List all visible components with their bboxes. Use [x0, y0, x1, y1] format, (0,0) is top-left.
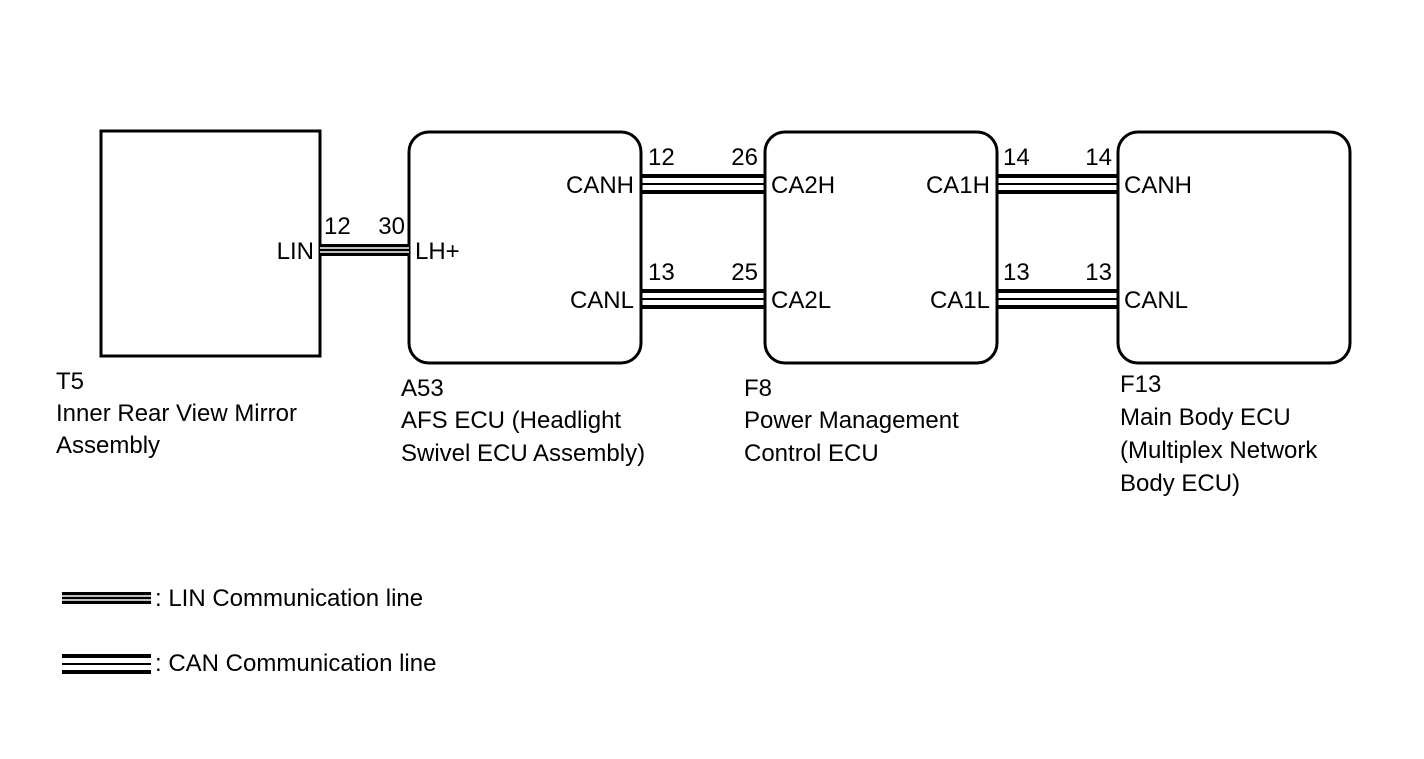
- t5-mirror-box: [99, 129, 322, 358]
- f8-power-mgmt-ecu-box: [763, 130, 999, 365]
- caption-f13-name-line-1: Main Body ECU: [1120, 404, 1291, 431]
- lin-line-t5-a53: [320, 244, 409, 256]
- terminal-t5-lin: LIN: [277, 238, 314, 265]
- caption-f13-name-line-2: (Multiplex Network: [1120, 437, 1318, 464]
- terminal-a53-canl: CANL: [570, 287, 634, 314]
- caption-t5-name-line-1: Inner Rear View Mirror: [56, 400, 297, 427]
- terminal-f13-canl: CANL: [1124, 287, 1188, 314]
- terminal-f8-ca2l: CA2L: [771, 287, 831, 314]
- pin-f8-ca1l: 13: [1003, 259, 1030, 286]
- caption-a53: A53 AFS ECU (Headlight Swivel ECU Assemb…: [401, 375, 645, 467]
- legend-lin-swatch: [62, 592, 151, 604]
- caption-t5-code: T5: [56, 368, 84, 395]
- can-line-a53-f8-high: [641, 174, 765, 194]
- caption-f13: F13 Main Body ECU (Multiplex Network Bod…: [1120, 371, 1318, 497]
- can-line-a53-f8-low: [641, 289, 765, 309]
- caption-f8-name-line-2: Control ECU: [744, 440, 879, 467]
- caption-a53-code: A53: [401, 375, 444, 402]
- terminal-f13-canh: CANH: [1124, 172, 1192, 199]
- caption-a53-name-line-1: AFS ECU (Headlight: [401, 407, 621, 434]
- caption-f8-code: F8: [744, 375, 772, 402]
- caption-f8-name-line-1: Power Management: [744, 407, 959, 434]
- caption-a53-name-line-2: Swivel ECU Assembly): [401, 440, 645, 467]
- f13-main-body-ecu-box: [1116, 130, 1352, 365]
- legend-lin-label: : LIN Communication line: [155, 585, 423, 612]
- pin-f8-ca1h: 14: [1003, 144, 1030, 171]
- terminal-a53-canh: CANH: [566, 172, 634, 199]
- pin-f13-canh: 14: [1085, 144, 1112, 171]
- pin-a53-canl: 13: [648, 259, 675, 286]
- pin-f8-ca2l: 25: [731, 259, 758, 286]
- pin-a53-canh: 12: [648, 144, 675, 171]
- terminal-f8-ca2h: CA2H: [771, 172, 835, 199]
- caption-f13-code: F13: [1120, 371, 1161, 398]
- caption-f8: F8 Power Management Control ECU: [744, 375, 959, 467]
- pin-f13-canl: 13: [1085, 259, 1112, 286]
- legend-can-swatch: [62, 654, 151, 674]
- pin-t5-lin: 12: [324, 213, 351, 240]
- can-line-f8-f13-low: [997, 289, 1118, 309]
- legend: : LIN Communication line : CAN Communica…: [62, 585, 436, 677]
- pin-f8-ca2h: 26: [731, 144, 758, 171]
- terminal-f8-ca1l: CA1L: [930, 287, 990, 314]
- pin-a53-lh: 30: [378, 213, 405, 240]
- terminal-a53-lh: LH+: [415, 238, 460, 265]
- legend-can-label: : CAN Communication line: [155, 650, 436, 677]
- caption-f13-name-line-3: Body ECU): [1120, 470, 1240, 497]
- can-line-f8-f13-high: [997, 174, 1118, 194]
- caption-t5: T5 Inner Rear View Mirror Assembly: [56, 368, 297, 459]
- caption-t5-name-line-2: Assembly: [56, 432, 160, 459]
- terminal-f8-ca1h: CA1H: [926, 172, 990, 199]
